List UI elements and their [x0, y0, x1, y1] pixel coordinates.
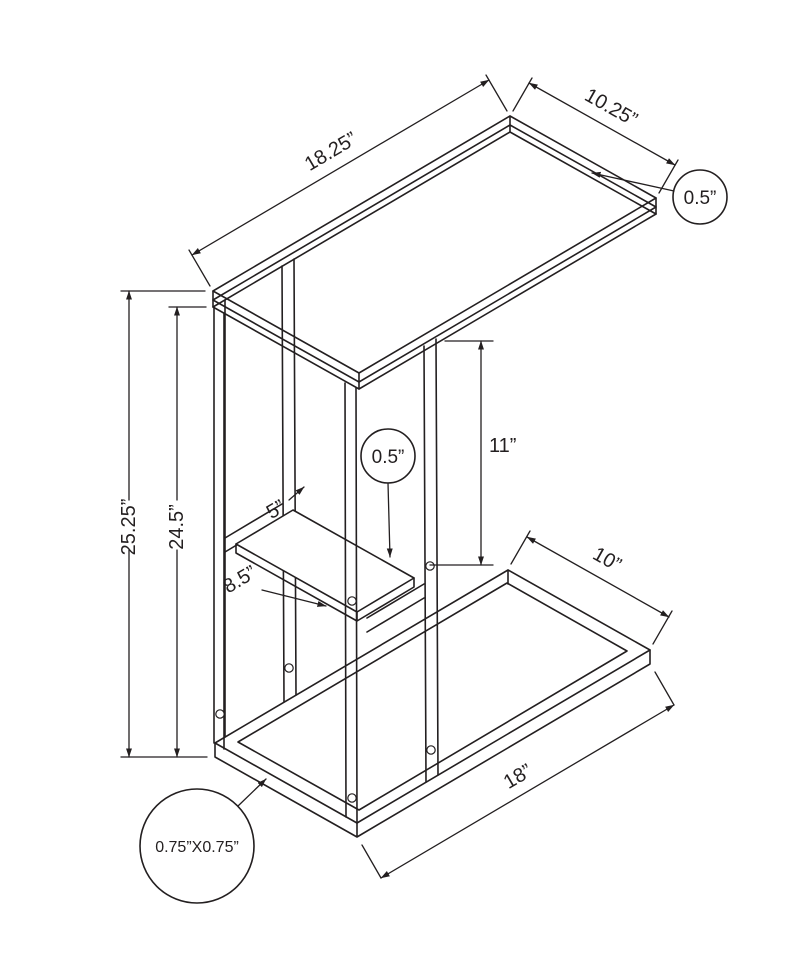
base-frame: [214, 569, 651, 838]
dim-top-width-label: 10.25”: [581, 84, 641, 131]
dim-underside-height-label: 24.5”: [166, 504, 188, 550]
dim-overall-height-label: 25.25”: [118, 499, 140, 556]
dim-base-length: 18”: [361, 671, 675, 879]
dim-base-width: 10”: [510, 530, 673, 645]
dim-top-thickness: 0.5”: [591, 169, 728, 225]
bolt-icon: [347, 596, 357, 606]
bolt-icon: [426, 745, 436, 755]
callout-circle: [139, 788, 255, 904]
dim-underside-height: 24.5”: [166, 306, 207, 758]
dim-leg-size-label: 0.75”X0.75”: [155, 839, 239, 856]
dim-shelf-thickness-label: 0.5”: [372, 447, 405, 468]
dim-overall-height: 25.25”: [118, 290, 208, 758]
callout-circle: [672, 169, 728, 225]
dim-shelf-thickness: 0.5”: [360, 428, 416, 558]
bolt-icon: [425, 561, 435, 571]
dim-base-length-label: 18”: [500, 760, 536, 794]
bolt-icon: [215, 709, 225, 719]
shelf: [235, 509, 415, 622]
dim-shelf-clearance: 11”: [429, 340, 516, 566]
dim-base-width-label: 10”: [589, 543, 625, 576]
bolt-icon: [284, 663, 294, 673]
dim-top-length-label: 18.25”: [301, 128, 361, 176]
dim-leg-size: 0.75”X0.75”: [139, 778, 267, 904]
front-ladder-frame: [344, 338, 439, 824]
bolt-icon: [347, 793, 357, 803]
dim-top-thickness-label: 0.5”: [684, 188, 717, 209]
dim-shelf-clearance-label: 11”: [489, 435, 516, 457]
rear-ladder-frame: [213, 258, 297, 750]
table-top: [212, 115, 657, 390]
